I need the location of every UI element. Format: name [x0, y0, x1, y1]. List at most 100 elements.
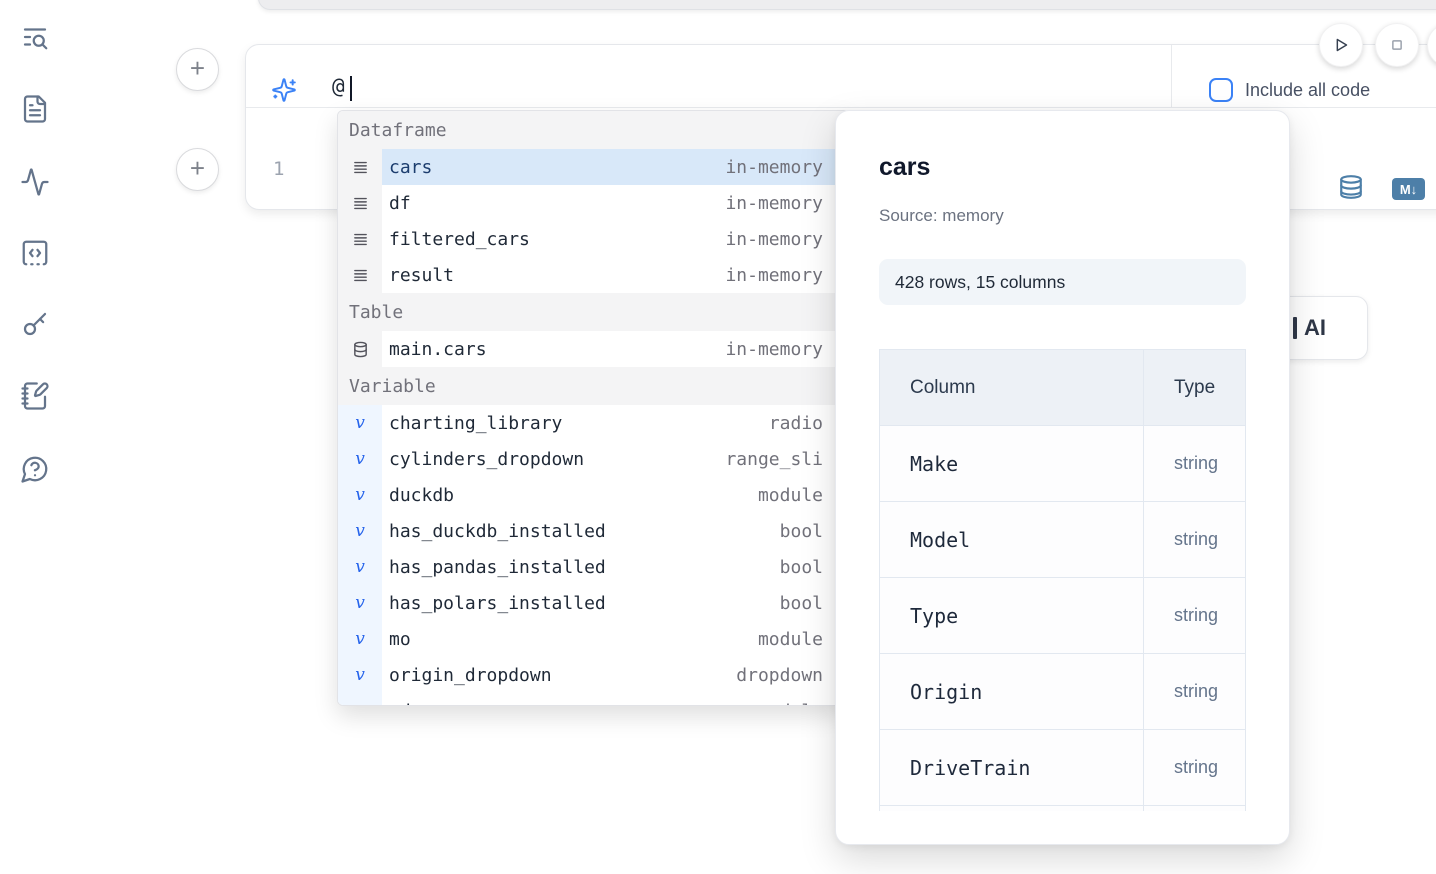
dataframe-icon — [338, 257, 382, 293]
autocomplete-section-header: Table — [338, 293, 849, 331]
play-icon — [1330, 34, 1352, 56]
variable-icon: v — [338, 405, 382, 441]
autocomplete-item-type: bool — [779, 520, 823, 542]
activity-icon — [20, 167, 52, 197]
autocomplete-item-name: result — [389, 264, 455, 286]
preview-shape-badge: 428 rows, 15 columns — [879, 259, 1246, 305]
variable-icon: v — [338, 513, 382, 549]
schema-column-type: string — [1143, 653, 1246, 730]
code-snippet-icon — [20, 238, 52, 268]
autocomplete-item[interactable]: v charting_library radio — [338, 405, 849, 441]
datasource-button[interactable] — [1338, 174, 1364, 200]
autocomplete-item[interactable]: v has_pandas_installed bool — [338, 549, 849, 585]
dataframe-icon — [338, 185, 382, 221]
autocomplete-item-type: dropdown — [736, 664, 823, 686]
autocomplete-item-type: in-memory — [725, 192, 823, 214]
sidebar-item-toc[interactable] — [20, 22, 52, 54]
key-icon — [20, 309, 52, 339]
variable-icon: v — [338, 477, 382, 513]
autocomplete-item-name: has_duckdb_installed — [389, 520, 606, 542]
schema-column-type: string — [1143, 501, 1246, 578]
schema-column-header: Type — [1143, 349, 1246, 426]
autocomplete-item-type: range_sli — [725, 448, 823, 470]
run-cell-button[interactable] — [1319, 23, 1363, 67]
schema-column-name: Model — [879, 501, 1144, 578]
autocomplete-section-header: Variable — [338, 367, 849, 405]
schema-column-type: string — [1143, 577, 1246, 654]
variable-icon: v — [338, 585, 382, 621]
prompt-text: @ — [332, 74, 345, 98]
autocomplete-item-name: main.cars — [389, 338, 487, 360]
include-all-code-label: Include all code — [1245, 80, 1371, 100]
autocomplete-item-type: in-memory — [725, 228, 823, 250]
file-text-icon — [20, 94, 52, 124]
sidebar-item-help[interactable] — [20, 454, 52, 486]
dataframe-icon — [338, 221, 382, 257]
prompt-options: Include all code — [1171, 45, 1436, 108]
autocomplete-item[interactable]: v has_duckdb_installed bool — [338, 513, 849, 549]
include-all-code-checkbox[interactable] — [1209, 78, 1233, 102]
autocomplete-item-type: module — [757, 484, 823, 506]
schema-column-header: Column — [879, 349, 1144, 426]
variable-icon: v — [338, 621, 382, 657]
autocomplete-item-type: bool — [779, 592, 823, 614]
previous-cell-output-edge — [258, 0, 1436, 10]
schema-column-type: string — [1143, 425, 1246, 502]
schema-column-name: DriveTrain — [879, 729, 1144, 806]
code-editor[interactable]: 1 M↓ — [246, 108, 1436, 210]
line-number: 1 — [273, 158, 285, 180]
sidebar-item-tracing[interactable] — [20, 167, 52, 199]
add-cell-button-top[interactable]: + — [176, 48, 219, 91]
stop-cell-button[interactable] — [1375, 23, 1419, 67]
sidebar-item-scratchpad[interactable] — [20, 381, 52, 413]
autocomplete-item-type: radio — [768, 412, 823, 434]
autocomplete-item-name: origin_dropdown — [389, 664, 552, 686]
autocomplete-item-type: in-memory — [725, 338, 823, 360]
schema-column-name: Type — [879, 577, 1144, 654]
schema-column-type: string — [1143, 729, 1246, 806]
list-search-icon — [20, 22, 52, 52]
autocomplete-item-name: charting_library — [389, 412, 563, 434]
schema-column-name: Make — [879, 425, 1144, 502]
variable-icon: v — [338, 657, 382, 693]
sidebar-item-snippets[interactable] — [20, 238, 52, 270]
table-icon — [338, 331, 382, 367]
autocomplete-item-name: has_pandas_installed — [389, 556, 606, 578]
autocomplete-item[interactable]: vpdmodule — [338, 693, 849, 705]
autocomplete-item[interactable]: cars in-memory — [338, 149, 849, 185]
autocomplete-item-type: in-memory — [725, 156, 823, 178]
markdown-icon[interactable]: M↓ — [1392, 178, 1425, 200]
variable-icon: v — [338, 693, 382, 705]
ai-prompt-input[interactable]: @ Include all code — [246, 45, 1436, 108]
schema-table-row-partial — [879, 805, 1246, 811]
variable-icon: v — [338, 441, 382, 477]
autocomplete-item-name: mo — [389, 628, 411, 650]
autocomplete-item[interactable]: main.cars in-memory — [338, 331, 849, 367]
clipped-letter-fragment — [1293, 317, 1297, 339]
text-cursor — [350, 76, 352, 101]
autocomplete-item-type: bool — [779, 556, 823, 578]
autocomplete-item[interactable]: v has_polars_installed bool — [338, 585, 849, 621]
autocomplete-item-name: has_polars_installed — [389, 592, 606, 614]
sidebar-item-files[interactable] — [20, 94, 52, 126]
autocomplete-item-name: cars — [389, 156, 433, 178]
variable-icon: v — [338, 549, 382, 585]
preview-source: Source: memory — [879, 206, 1004, 225]
database-icon — [1338, 174, 1364, 200]
sidebar-item-secrets[interactable] — [20, 309, 52, 341]
add-cell-button-bottom[interactable]: + — [176, 148, 219, 191]
stop-icon — [1386, 34, 1408, 56]
autocomplete-item[interactable]: v origin_dropdown dropdown — [338, 657, 849, 693]
